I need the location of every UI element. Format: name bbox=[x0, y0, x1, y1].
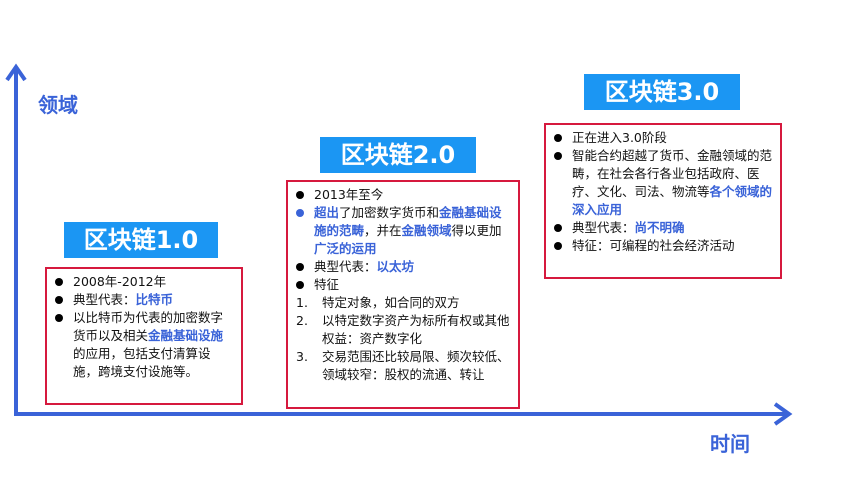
stage-3-title: 区块链3.0 bbox=[584, 74, 740, 110]
highlight-text: 超出 bbox=[314, 205, 340, 220]
list-number: 1. bbox=[296, 295, 308, 310]
text-segment: 典型代表： bbox=[73, 292, 136, 307]
list-item-text: 典型代表：比特币 bbox=[73, 291, 235, 309]
bullet-dot-icon bbox=[296, 281, 304, 289]
list-item-text: 2013年至今 bbox=[314, 186, 512, 204]
stage-2-card: 2013年至今超出了加密数字货币和金融基础设施的范畴，并在金融领域得以更加广泛的… bbox=[286, 180, 520, 409]
text-segment: 典型代表： bbox=[314, 259, 377, 274]
bullet-icon bbox=[554, 129, 572, 147]
text-segment: 2013年至今 bbox=[314, 187, 384, 202]
stage-3-card: 正在进入3.0阶段智能合约超越了货币、金融领域的范畴，在社会各行各业包括政府、医… bbox=[544, 123, 782, 279]
list-item-text: 交易范围还比较局限、频次较低、领域较窄：股权的流通、转让 bbox=[322, 348, 512, 384]
list-item-text: 超出了加密数字货币和金融基础设施的范畴，并在金融领域得以更加广泛的运用 bbox=[314, 204, 512, 258]
list-item-text: 典型代表：尚不明确 bbox=[572, 219, 774, 237]
stage-1-card: 2008年-2012年典型代表：比特币以比特币为代表的加密数字货币以及相关金融基… bbox=[45, 267, 243, 405]
highlight-text: 金融领域 bbox=[401, 223, 452, 238]
bullet-icon bbox=[296, 258, 314, 276]
bullet-icon bbox=[296, 204, 314, 258]
bullet-dot-icon bbox=[554, 134, 562, 142]
bullet-icon bbox=[55, 291, 73, 309]
stage-2-title: 区块链2.0 bbox=[320, 137, 476, 173]
list-item-text: 正在进入3.0阶段 bbox=[572, 129, 774, 147]
text-segment: 得以更加 bbox=[451, 223, 502, 238]
text-segment: 2008年-2012年 bbox=[73, 274, 167, 289]
highlight-text: 比特币 bbox=[135, 292, 174, 307]
text-segment: 以特定数字资产为标所有权或其他权益：资产数字化 bbox=[322, 313, 510, 346]
list-item: 超出了加密数字货币和金融基础设施的范畴，并在金融领域得以更加广泛的运用 bbox=[296, 204, 512, 258]
bullet-dot-icon bbox=[554, 224, 562, 232]
text-segment: 智能合约超越了货币、金融领域的范畴，在社会各行各业包括政府、医疗、文化、司法、物… bbox=[572, 148, 773, 199]
text-segment: 交易范围还比较局限、频次较低、领域较窄：股权的流通、转让 bbox=[322, 349, 510, 382]
list-item-text: 特征 bbox=[314, 276, 512, 294]
list-item-text: 2008年-2012年 bbox=[73, 273, 235, 291]
list-item: 2013年至今 bbox=[296, 186, 512, 204]
list-item-text: 以比特币为代表的加密数字货币以及相关金融基础设施的应用，包括支付清算设施，跨境支… bbox=[73, 309, 235, 381]
bullet-dot-icon bbox=[296, 191, 304, 199]
bullet-icon bbox=[55, 309, 73, 381]
stage-1-title: 区块链1.0 bbox=[64, 222, 218, 258]
list-number: 2. bbox=[296, 313, 308, 328]
list-item: 智能合约超越了货币、金融领域的范畴，在社会各行各业包括政府、医疗、文化、司法、物… bbox=[554, 147, 774, 219]
list-item: 典型代表：比特币 bbox=[55, 291, 235, 309]
highlight-text: 广泛的运用 bbox=[314, 241, 377, 256]
list-item-text: 特征：可编程的社会经济活动 bbox=[572, 237, 774, 255]
text-segment: 以比特币为代表的加密数字货币以及相关 bbox=[73, 310, 224, 343]
text-segment: 了加密数字货币和 bbox=[339, 205, 440, 220]
bullet-icon bbox=[55, 273, 73, 291]
bullet-dot-icon bbox=[554, 242, 562, 250]
bullet-dot-icon bbox=[55, 314, 63, 322]
highlight-text: 尚不明确 bbox=[634, 220, 685, 235]
bullet-dot-icon bbox=[296, 263, 304, 271]
list-item-text: 以特定数字资产为标所有权或其他权益：资产数字化 bbox=[322, 312, 512, 348]
x-axis-label: 时间 bbox=[710, 432, 750, 456]
text-segment: 特定对象，如合同的双方 bbox=[322, 295, 460, 310]
list-number: 3. bbox=[296, 349, 308, 364]
list-item: 3. 交易范围还比较局限、频次较低、领域较窄：股权的流通、转让 bbox=[296, 348, 512, 384]
text-segment: 典型代表： bbox=[572, 220, 635, 235]
bullet-dot-icon bbox=[55, 278, 63, 286]
list-item: 2. 以特定数字资产为标所有权或其他权益：资产数字化 bbox=[296, 312, 512, 348]
list-item: 1. 特定对象，如合同的双方 bbox=[296, 294, 512, 312]
y-axis-label: 领域 bbox=[38, 93, 78, 117]
bullet-icon bbox=[554, 219, 572, 237]
highlight-text: 各个领域的深入应用 bbox=[572, 184, 773, 217]
text-segment: 正在进入3.0阶段 bbox=[572, 130, 667, 145]
bullet-icon bbox=[554, 237, 572, 255]
text-segment: 特征：可编程的社会经济活动 bbox=[572, 238, 735, 253]
text-segment: 特征 bbox=[314, 277, 340, 292]
list-item: 特征 bbox=[296, 276, 512, 294]
list-item: 正在进入3.0阶段 bbox=[554, 129, 774, 147]
list-item: 以比特币为代表的加密数字货币以及相关金融基础设施的应用，包括支付清算设施，跨境支… bbox=[55, 309, 235, 381]
highlight-text: 以太坊 bbox=[376, 259, 415, 274]
highlight-text: 金融基础设施 bbox=[148, 328, 224, 343]
bullet-icon bbox=[296, 186, 314, 204]
list-item-text: 典型代表：以太坊 bbox=[314, 258, 512, 276]
list-item-text: 智能合约超越了货币、金融领域的范畴，在社会各行各业包括政府、医疗、文化、司法、物… bbox=[572, 147, 774, 219]
bullet-dot-icon bbox=[296, 209, 304, 217]
list-item: 2008年-2012年 bbox=[55, 273, 235, 291]
text-segment: 的应用，包括支付清算设施，跨境支付设施等。 bbox=[73, 346, 211, 379]
highlight-text: 金融基础设施的范畴 bbox=[314, 205, 502, 238]
list-item: 典型代表：尚不明确 bbox=[554, 219, 774, 237]
bullet-icon bbox=[554, 147, 572, 219]
list-item: 典型代表：以太坊 bbox=[296, 258, 512, 276]
bullet-icon bbox=[296, 276, 314, 294]
bullet-dot-icon bbox=[554, 152, 562, 160]
list-item-text: 特定对象，如合同的双方 bbox=[322, 294, 512, 312]
text-segment: ，并在 bbox=[364, 223, 402, 238]
list-item: 特征：可编程的社会经济活动 bbox=[554, 237, 774, 255]
bullet-dot-icon bbox=[55, 296, 63, 304]
